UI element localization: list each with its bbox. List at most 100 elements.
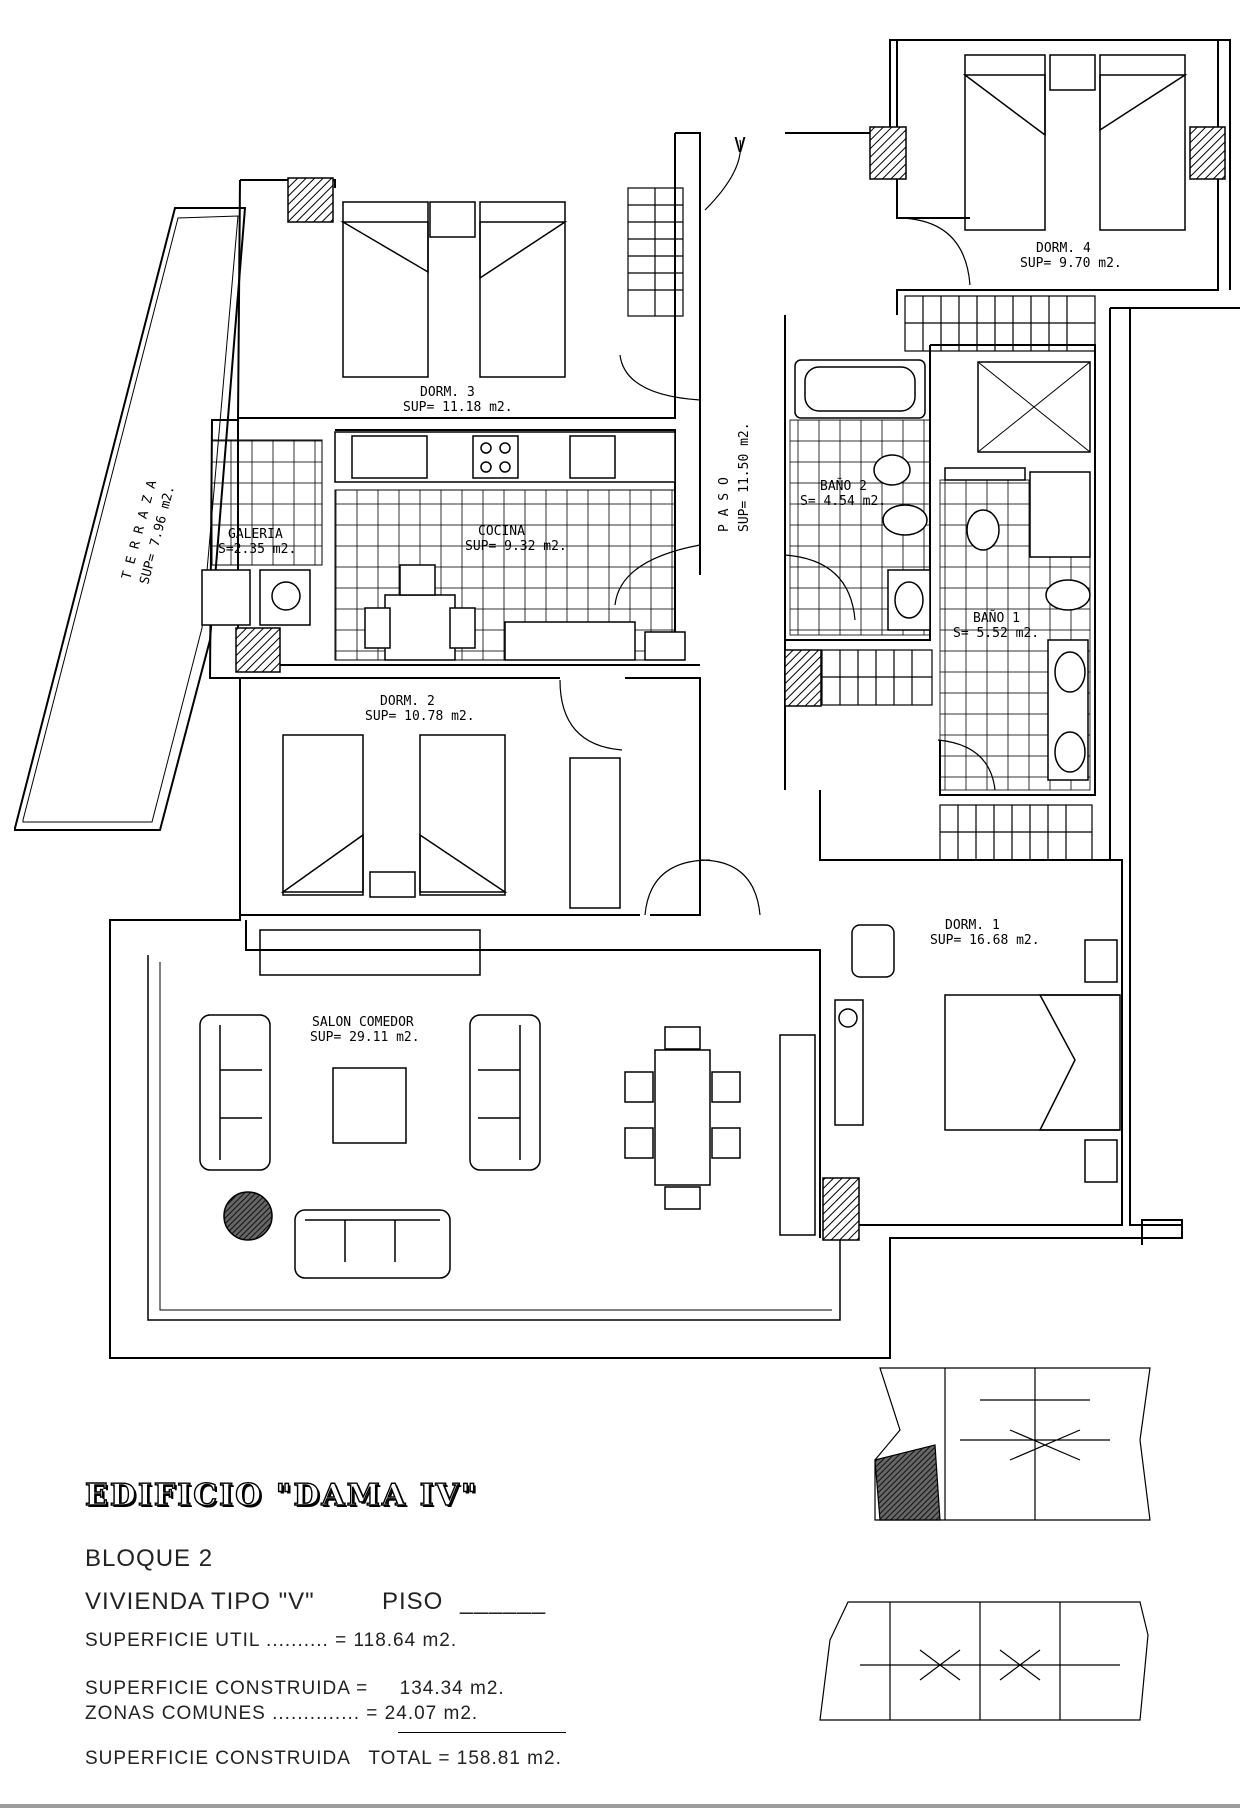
- room-name-cocina: COCINA: [478, 524, 525, 539]
- wardrobe: [779, 1034, 816, 1236]
- room-area-cocina: SUP= 9.32 m2.: [465, 539, 567, 554]
- nightstand: [429, 201, 476, 238]
- sofa: [294, 1209, 451, 1279]
- column: [1189, 126, 1226, 180]
- toilet: [966, 509, 1000, 551]
- door-arc: [614, 544, 701, 606]
- room-area-dorm3: SUP= 11.18 m2.: [403, 400, 513, 415]
- sink-galeria: [201, 569, 251, 626]
- keyplan-top: [874, 1367, 1151, 1521]
- nightstand: [1049, 54, 1096, 91]
- door-arc: [699, 859, 761, 916]
- room-name-bano1: BAÑO 1: [973, 610, 1020, 626]
- room-name-galeria: GALERIA: [228, 527, 283, 542]
- column: [822, 1177, 860, 1241]
- column: [235, 627, 281, 673]
- dining-table: [654, 1049, 711, 1186]
- sum-divider: [398, 1732, 566, 1733]
- bed: [964, 54, 1046, 231]
- nightstand: [1084, 1139, 1118, 1183]
- room-area-bano2: S= 4.54 m2.: [800, 494, 886, 509]
- door-arc: [644, 859, 711, 916]
- stove: [472, 435, 519, 479]
- common-areas: ZONAS COMUNES .............. = 24.07 m2.: [85, 1703, 479, 1724]
- room-name-paso: P A S O: [717, 477, 732, 532]
- bed: [342, 201, 429, 378]
- bidet: [1045, 579, 1091, 611]
- total-area: SUPERFICIE CONSTRUIDA TOTAL = 158.81 m2.: [85, 1748, 562, 1769]
- door-arc: [704, 139, 742, 211]
- keyplan-highlight: [874, 1444, 941, 1521]
- room-area-dorm4: SUP= 9.70 m2.: [1020, 256, 1122, 271]
- armchair: [851, 924, 895, 978]
- dorm4-door-arc: [899, 217, 971, 286]
- table: [384, 594, 456, 661]
- plant: [223, 1191, 273, 1241]
- column: [784, 649, 822, 707]
- room-area-salon: SUP= 29.11 m2.: [310, 1030, 420, 1045]
- exterior-wall-top: [240, 39, 1231, 340]
- terrace-inner: [22, 215, 239, 823]
- built-area: SUPERFICIE CONSTRUIDA = 134.34 m2.: [85, 1678, 505, 1699]
- page-bottom-rule: [0, 1804, 1240, 1808]
- room-name-dorm2: DORM. 2: [380, 694, 435, 709]
- salon-border: [147, 955, 841, 1321]
- room-area-galeria: S=2.35 m2.: [218, 542, 296, 557]
- sofa: [199, 1014, 271, 1171]
- door-arc: [937, 739, 996, 791]
- column: [287, 177, 334, 223]
- nightstand: [1084, 939, 1118, 983]
- room-name-dorm3: DORM. 3: [420, 385, 475, 400]
- coffee-table: [332, 1067, 407, 1144]
- shower-tray: [1029, 471, 1091, 558]
- door-arc: [784, 554, 856, 621]
- sink: [1054, 731, 1086, 773]
- chair: [364, 607, 391, 649]
- bed: [944, 994, 1121, 1131]
- door-arc: [619, 354, 701, 401]
- room-area-dorm2: SUP= 10.78 m2.: [365, 709, 475, 724]
- bed: [1099, 54, 1186, 231]
- room-area-dorm1: SUP= 16.68 m2.: [930, 933, 1040, 948]
- wardrobe: [569, 757, 621, 909]
- room-name-salon: SALON COMEDOR: [312, 1015, 414, 1030]
- room-name-dorm4: DORM. 4: [1036, 241, 1091, 256]
- corridor-walls: [699, 340, 786, 790]
- salon-border-inner: [159, 962, 832, 1311]
- dorm4-walls: [896, 40, 1219, 315]
- building-title: EDIFICIO "DAMA IV": [84, 1477, 479, 1513]
- block-label: BLOQUE 2: [85, 1545, 214, 1572]
- dorm1-walls: [819, 790, 1123, 1240]
- wardrobe: [834, 999, 864, 1126]
- floor-label: PISO: [382, 1588, 444, 1615]
- sink: [1054, 651, 1086, 693]
- entry-mark: V: [734, 133, 746, 157]
- sideboard: [259, 929, 481, 976]
- column: [869, 126, 907, 180]
- fridge: [569, 435, 616, 479]
- sink: [351, 435, 428, 479]
- dwelling-type: VIVIENDA TIPO "V": [85, 1588, 315, 1615]
- toilet: [873, 454, 911, 486]
- outer-right-wall: [1109, 307, 1240, 1226]
- bidet: [882, 504, 928, 536]
- dorm2-walls: [240, 677, 701, 916]
- salon-walls: [245, 920, 821, 1238]
- bed: [479, 201, 566, 378]
- chair: [399, 564, 436, 596]
- bed: [282, 734, 364, 896]
- room-name-dorm1: DORM. 1: [945, 918, 1000, 933]
- interior-wall-dorm3: [238, 133, 676, 419]
- bed: [419, 734, 506, 896]
- room-name-bano2: BAÑO 2: [820, 478, 867, 494]
- floor-blank: ______: [460, 1588, 547, 1615]
- chair: [449, 607, 476, 649]
- sofa: [469, 1014, 541, 1171]
- room-area-paso: SUP= 11.50 m2.: [737, 422, 752, 532]
- stove-small: [644, 631, 686, 661]
- galeria-tiles: [211, 439, 323, 566]
- door-arc: [559, 679, 623, 751]
- nightstand: [369, 871, 416, 898]
- useful-area: SUPERFICIE UTIL .......... = 118.64 m2.: [85, 1630, 458, 1651]
